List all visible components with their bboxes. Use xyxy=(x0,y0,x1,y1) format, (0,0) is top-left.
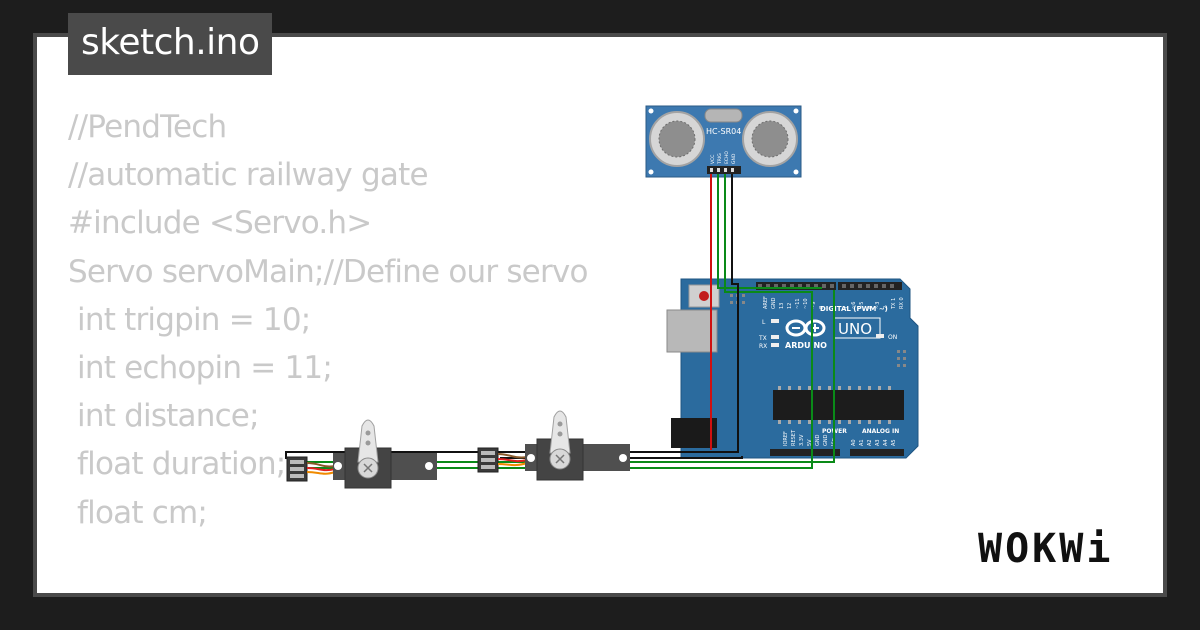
pin-label: GND xyxy=(771,297,777,309)
pin-label: 12 xyxy=(787,303,793,309)
pin-label: 13 xyxy=(779,303,785,309)
sensor-pin-label: GND xyxy=(731,153,737,164)
hc-sr04-sensor[interactable]: HC-SR04 VCC TRIG ECHO GND xyxy=(645,105,802,178)
code-line: #include <Servo.h> xyxy=(68,205,372,242)
usb-port xyxy=(666,309,718,353)
ultrasonic-transducer-right xyxy=(742,111,798,167)
code-preview: //PendTech //automatic railway gate #inclu… xyxy=(68,103,588,593)
code-line: //automatic railway gate xyxy=(68,157,429,194)
pin-label: A1 xyxy=(859,439,865,446)
sensor-pin-label: VCC xyxy=(710,155,716,164)
pin-label: TX 1 xyxy=(891,298,897,310)
pin-label: ~5 xyxy=(859,302,865,309)
code-line: int echopin = 11; xyxy=(68,349,333,386)
reset-button[interactable] xyxy=(699,291,709,301)
led-rx-label: RX xyxy=(759,343,767,350)
servo-motor-1[interactable] xyxy=(286,419,437,489)
code-line: Servo servoMain;//Define our servo xyxy=(68,253,588,290)
atmega-chip xyxy=(773,390,904,420)
wire-gnd[interactable] xyxy=(285,174,739,459)
analog-label: ANALOG IN xyxy=(862,428,899,435)
led-l xyxy=(771,319,779,323)
ultrasonic-transducer-left xyxy=(649,111,705,167)
pin-label: GND xyxy=(815,434,821,446)
digital-header-1 xyxy=(756,282,836,290)
led-on-label: ON xyxy=(888,334,897,341)
pin-label: A2 xyxy=(867,439,873,446)
pin-label: ~10 xyxy=(803,298,809,309)
pin-label: 5V xyxy=(807,439,813,446)
pin-label: A3 xyxy=(875,439,881,446)
wire-trig[interactable] xyxy=(717,174,822,289)
pin-label: RX 0 xyxy=(899,297,905,309)
analog-header xyxy=(850,449,904,456)
pin-label: 2 xyxy=(883,306,889,309)
pin-label: RESET xyxy=(791,429,797,446)
code-line: //PendTech xyxy=(68,109,227,145)
code-line: float cm; xyxy=(68,494,208,531)
pin-label: 3.3V xyxy=(799,434,805,446)
pin-label: 4 xyxy=(867,306,873,309)
pin-label: ~9 xyxy=(811,302,817,309)
board-brand: ARDUINO xyxy=(785,341,827,350)
code-line: float duration; xyxy=(68,446,286,483)
pin-label: AREF xyxy=(763,296,769,309)
pin-label: GND xyxy=(823,434,829,446)
arduino-infinity-logo xyxy=(785,319,826,337)
code-line: int trigpin = 10; xyxy=(68,301,311,338)
wire-echo[interactable] xyxy=(302,174,813,469)
led-rx xyxy=(771,343,779,347)
sensor-pin-label: ECHO xyxy=(724,151,730,164)
pin-label: A4 xyxy=(883,439,889,446)
pin-label: A5 xyxy=(891,439,897,446)
sensor-model-label: HC-SR04 xyxy=(706,127,741,136)
crystal-oscillator xyxy=(704,108,743,123)
pin-label: ~11 xyxy=(795,298,801,309)
wokwi-logo: WOKWi xyxy=(978,526,1114,572)
sensor-pin-label: TRIG xyxy=(717,153,723,165)
digital-label: DIGITAL (PWM ~) xyxy=(820,305,888,313)
pin-label: ~6 xyxy=(851,302,857,309)
servo-motor-2[interactable] xyxy=(477,410,630,481)
code-line: int distance; xyxy=(68,398,259,435)
code-line: void setup() xyxy=(68,585,588,593)
power-header xyxy=(770,449,840,456)
pin-label: 8 xyxy=(819,306,825,309)
led-l-label: L xyxy=(762,319,766,326)
sketch-title: sketch.ino xyxy=(68,13,273,75)
board-model: UNO xyxy=(838,320,872,338)
pin-label: A0 xyxy=(851,439,857,446)
panel-border xyxy=(33,33,1167,597)
pin-label: 7 xyxy=(843,306,849,309)
led-tx-label: TX xyxy=(758,335,767,342)
arduino-uno-board[interactable]: AREF GND 13 12 ~11 ~10 ~9 8 7 ~6 ~5 4 ~3… xyxy=(666,278,919,459)
simulation-canvas[interactable]: //PendTech //automatic railway gate #inclu… xyxy=(37,37,1163,593)
power-jack xyxy=(671,418,717,448)
led-tx xyxy=(771,335,779,339)
led-on xyxy=(876,334,884,338)
pin-label: IOREF xyxy=(783,431,789,446)
pin-label: ~3 xyxy=(875,302,881,309)
